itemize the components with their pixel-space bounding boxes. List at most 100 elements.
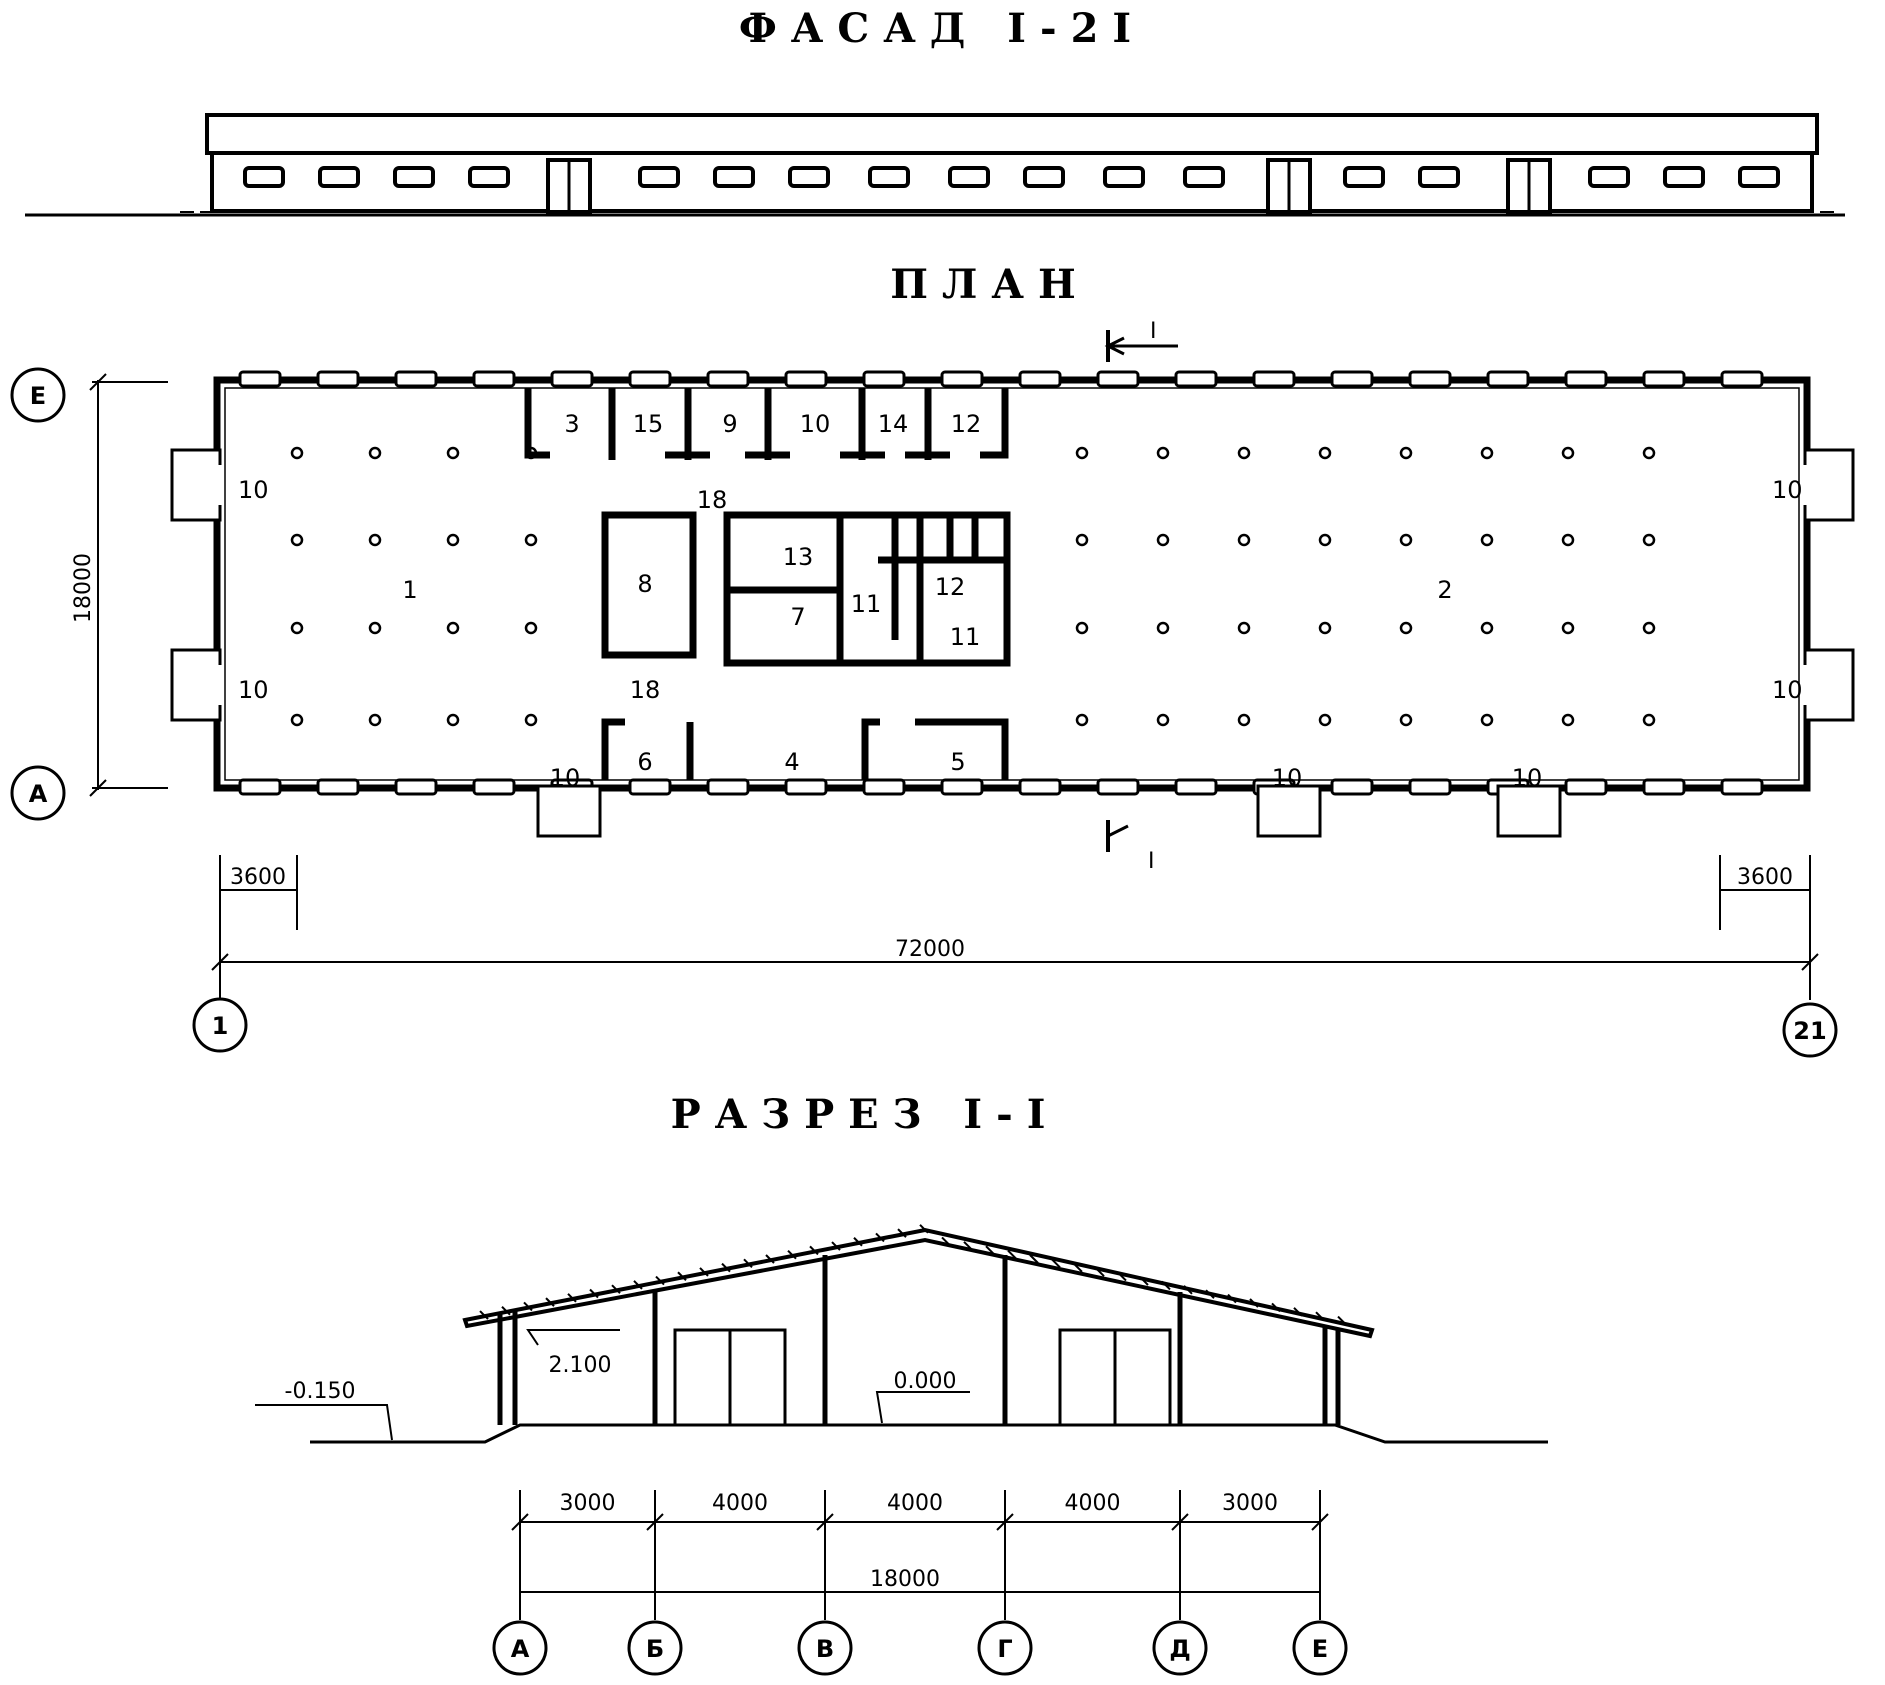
plan-window — [862, 778, 906, 796]
plan-window — [1408, 778, 1452, 796]
section-axis-bubble — [797, 1620, 853, 1676]
facade-door — [1506, 158, 1552, 214]
room-11a-label: 11 — [851, 590, 882, 618]
section-columns — [497, 1255, 1341, 1425]
plan-column — [368, 533, 382, 547]
roof-hatch — [479, 1224, 1347, 1326]
plan-window — [1408, 370, 1452, 388]
gate-openings — [212, 465, 1812, 705]
plan-window — [316, 778, 360, 796]
plan-column — [1237, 621, 1251, 635]
plan-column — [1156, 446, 1170, 460]
room-15-label: 15 — [633, 410, 664, 438]
section-cut-mark-bottom: I — [1106, 820, 1155, 874]
roof-hatch-stroke — [1293, 1307, 1303, 1317]
roof-hatch-stroke — [611, 1284, 621, 1294]
outer-wall — [213, 376, 1811, 792]
roof-hatch-stroke — [1315, 1311, 1325, 1321]
roof-hatch-stroke — [633, 1280, 643, 1290]
roof-hatch-stroke — [875, 1232, 885, 1243]
section-axis-bubble — [977, 1620, 1033, 1676]
plan-column — [524, 713, 538, 727]
roof-hatch-stroke — [1095, 1267, 1105, 1277]
plan-column — [1642, 533, 1656, 547]
roof-hatch-stroke — [787, 1249, 797, 1260]
plan-window — [784, 370, 828, 388]
plan-column — [368, 713, 382, 727]
facade-window — [638, 166, 680, 188]
roof-hatch-stroke — [1183, 1285, 1193, 1295]
roof — [462, 1227, 1375, 1339]
plan-column — [1480, 446, 1494, 460]
axis-col-21: 21 — [1782, 1002, 1838, 1058]
room-18a-label: 18 — [697, 486, 728, 514]
section-span-label: 3000 — [1222, 1491, 1278, 1516]
plan-column — [1318, 446, 1332, 460]
plan-window — [1486, 370, 1530, 388]
dimension-bay-right-label: 3600 — [1737, 865, 1793, 890]
level-mark-floor: 0.000 — [875, 1369, 970, 1424]
roof-hatch-stroke — [501, 1306, 511, 1316]
plan-window — [1018, 370, 1062, 388]
plan-column — [1480, 713, 1494, 727]
section-axis-label: Е — [1312, 1635, 1328, 1663]
plan-window — [238, 370, 282, 388]
plan-column — [446, 533, 460, 547]
plan-window — [1330, 778, 1374, 796]
roof-hatch-stroke — [677, 1271, 687, 1281]
plan-column — [1318, 713, 1332, 727]
plan-window — [1642, 370, 1686, 388]
plan-window — [940, 778, 984, 796]
room-4-label: 4 — [784, 748, 799, 776]
section-axis-label: А — [511, 1635, 530, 1663]
plan-window — [472, 778, 516, 796]
roof-hatch-stroke — [523, 1301, 533, 1312]
roof-hatch-stroke — [479, 1310, 489, 1320]
plan-window — [394, 778, 438, 796]
plan-window — [1720, 778, 1764, 796]
roof-hatch-stroke — [743, 1258, 753, 1269]
section-span-label: 4000 — [887, 1491, 943, 1516]
dimension-tick — [816, 1513, 834, 1531]
room-6-label: 6 — [637, 748, 652, 776]
plan-column — [1075, 533, 1089, 547]
section-axis-bubble — [492, 1620, 548, 1676]
roof-hatch-stroke — [699, 1267, 709, 1277]
roof-hatch-stroke — [1029, 1254, 1039, 1264]
plan-column — [1480, 533, 1494, 547]
plan-column — [1399, 713, 1413, 727]
level-ground-label: -0.150 — [285, 1379, 356, 1404]
plan-column — [290, 446, 304, 460]
section-span-label: 3000 — [560, 1491, 616, 1516]
gate-vestibule-left-bottom — [170, 648, 222, 722]
roof-hatch-stroke — [1139, 1276, 1149, 1286]
plan-window — [1642, 778, 1686, 796]
section-axis-label: Д — [1169, 1635, 1190, 1663]
room-12a-label: 12 — [951, 410, 982, 438]
roof-hatch-stroke — [1227, 1293, 1237, 1304]
facade-window — [1418, 166, 1460, 188]
room-8-enclosure — [601, 511, 697, 659]
dimension-chain-plan: 3600 3600 72000 — [211, 855, 1819, 1000]
plan-column — [290, 713, 304, 727]
roof-hatch-stroke — [1161, 1280, 1171, 1291]
facade-title: ФАСАД I-2I — [739, 5, 1145, 52]
plan-column — [1156, 533, 1170, 547]
plan-column — [1237, 446, 1251, 460]
roof-hatch-stroke — [941, 1236, 951, 1247]
facade-windows — [243, 166, 1780, 188]
roof-hatch-stroke — [1337, 1315, 1347, 1326]
plan-column — [446, 713, 460, 727]
roof-hatch-stroke — [1051, 1258, 1061, 1269]
level-mark-eave: 2.100 — [526, 1329, 620, 1378]
plan-window — [1252, 370, 1296, 388]
roof-hatch-stroke — [1073, 1263, 1083, 1273]
room-10-south-a-label: 10 — [550, 764, 581, 792]
room-1-label: 1 — [402, 576, 417, 604]
plan-column — [368, 446, 382, 460]
roof-hatch-stroke — [589, 1288, 599, 1299]
room-10-west-top-label: 10 — [238, 476, 269, 504]
roof-hatch-stroke — [985, 1245, 995, 1255]
roof-hatch-stroke — [765, 1254, 775, 1264]
